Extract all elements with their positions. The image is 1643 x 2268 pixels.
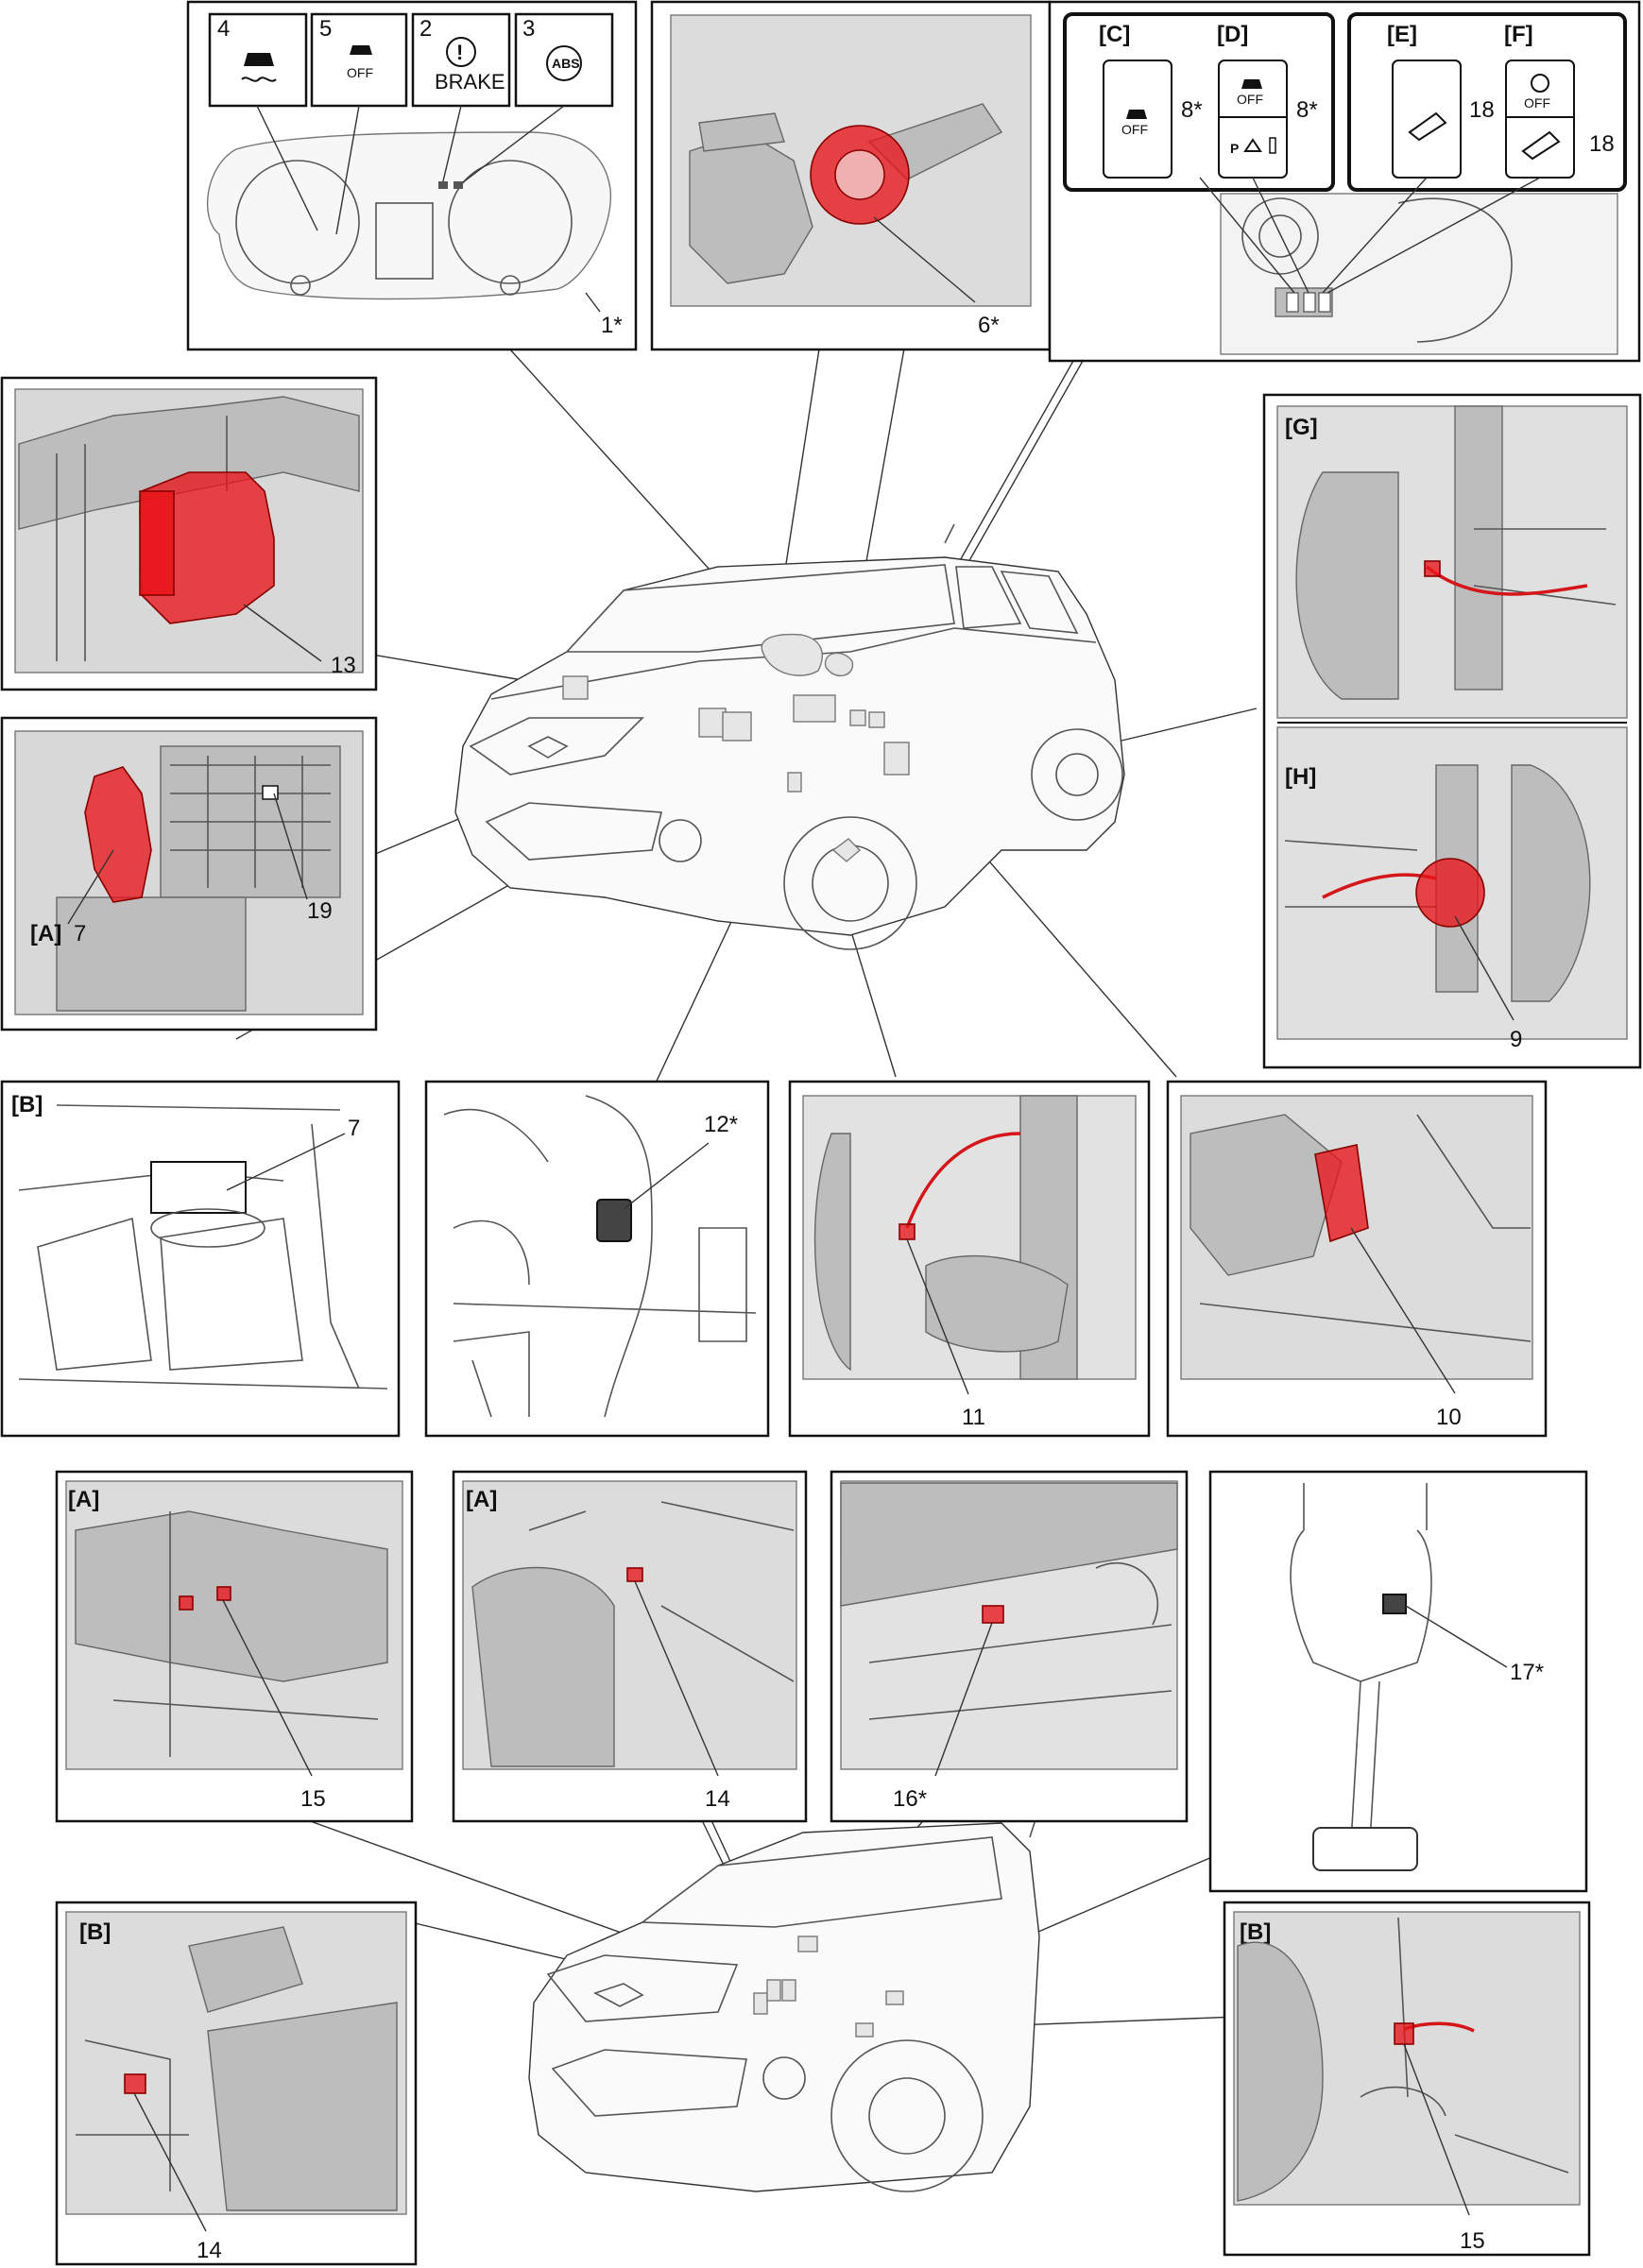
tag-h: [H] <box>1285 764 1316 790</box>
tag-b-ecm: [B] <box>11 1092 43 1117</box>
switch-marker <box>869 712 884 727</box>
svg-text:P: P <box>1230 141 1239 156</box>
sensor-marker <box>788 773 801 792</box>
rear-wheel-sensor-part-g <box>1425 561 1440 576</box>
tag-e: [E] <box>1387 22 1417 47</box>
pedal-switch-marker <box>886 1991 903 2004</box>
svg-text:!: ! <box>456 41 463 64</box>
sensor-15-part-2 <box>217 1587 231 1600</box>
label-13: 13 <box>331 653 356 678</box>
label-15-a: 15 <box>300 1786 326 1812</box>
esp-off-switch-d <box>1219 60 1287 178</box>
panel-sensor-12-line-art: 12* <box>426 1082 768 1436</box>
label-4: 4 <box>217 16 230 42</box>
label-8-d: 8* <box>1296 97 1318 123</box>
label-7-b: 7 <box>348 1116 360 1141</box>
tag-d: [D] <box>1217 22 1248 47</box>
sensor-marker <box>798 1936 817 1952</box>
sensor-14-part-a <box>627 1568 642 1581</box>
brake-pedal-switch-part <box>1383 1594 1406 1613</box>
label-5: 5 <box>319 16 332 42</box>
label-19: 19 <box>307 898 333 924</box>
panel-combination-meter: 4 5 OFF 2 ! BRAKE 3 ABS 1* <box>188 2 636 350</box>
tag-c: [C] <box>1099 22 1130 47</box>
tag-a-15: [A] <box>68 1487 99 1512</box>
hill-descent-switch-f <box>1506 60 1574 178</box>
label-1: 1* <box>601 313 623 338</box>
panel-rear-wheel-sensor: [G] [H] 9 <box>1264 395 1640 1067</box>
vehicle-top <box>455 524 1124 949</box>
label-8-c: 8* <box>1181 97 1203 123</box>
steering-marker <box>794 695 835 722</box>
vehicle-bottom <box>529 1814 1039 2191</box>
sensor-15-part-b <box>1395 2023 1413 2044</box>
panel-switches: [C] [D] OFF 8* OFF P 8* [E] [F] 18 <box>1050 2 1639 361</box>
tag-b-15: [B] <box>1240 1919 1271 1945</box>
svg-text:ABS: ABS <box>552 56 580 71</box>
panel-steering-angle-sensor: 6* <box>652 2 1050 350</box>
sensor-marker <box>767 1980 780 2001</box>
label-14-a: 14 <box>705 1786 730 1812</box>
sensor-14-part-b <box>125 2074 145 2093</box>
svg-text:OFF: OFF <box>1524 95 1550 111</box>
panel-sensor-16: 16* <box>831 1472 1187 1821</box>
label-6: 6* <box>978 313 1000 338</box>
label-15-b: 15 <box>1460 2228 1485 2254</box>
label-11: 11 <box>962 1405 985 1430</box>
panel-sensor-14-b: [B] 14 <box>57 1902 416 2264</box>
switch-marker <box>850 710 865 725</box>
svg-text:OFF: OFF <box>1237 92 1263 107</box>
yaw-sensor-marker <box>884 742 909 775</box>
panel-front-wheel-sensor: 11 <box>790 1082 1149 1436</box>
sensor-marker <box>754 1993 767 2014</box>
rear-wheel-sensor-part-h <box>1416 859 1484 927</box>
svg-text:OFF: OFF <box>1121 122 1148 137</box>
brake-pedal <box>1313 1828 1417 1870</box>
tag-g: [G] <box>1285 415 1318 440</box>
meter-cluster <box>208 132 611 299</box>
label-3: 3 <box>522 16 535 42</box>
tag-f: [F] <box>1504 22 1533 47</box>
label-9: 9 <box>1510 1027 1522 1052</box>
sensor-15-part <box>180 1596 193 1610</box>
panel-sensor-14-a: [A] 14 <box>454 1472 806 1821</box>
label-14-b: 14 <box>197 2238 222 2263</box>
panel-ecm-line-art: [B] 7 <box>2 1082 399 1436</box>
label-7-a: 7 <box>74 921 86 946</box>
wheel-sensor-marker <box>856 2023 873 2037</box>
tag-a-relay: [A] <box>30 921 61 946</box>
sensor-16-part <box>983 1606 1003 1623</box>
relay-marker <box>699 708 726 737</box>
label-16: 16* <box>893 1786 927 1812</box>
label-18-f: 18 <box>1589 131 1615 157</box>
label-17: 17* <box>1510 1660 1544 1685</box>
svg-text:OFF: OFF <box>347 65 373 80</box>
panel-yaw-rate-sensor: 10 <box>1168 1082 1546 1436</box>
panel-sensor-15-b: [B] 15 <box>1224 1902 1589 2255</box>
svg-text:BRAKE: BRAKE <box>435 70 505 94</box>
relay-marker <box>723 712 751 741</box>
label-18-e: 18 <box>1469 97 1495 123</box>
abs-unit-marker <box>563 676 588 699</box>
sensor-12-part <box>597 1200 631 1241</box>
panel-sensor-15-a: [A] 15 <box>57 1472 412 1821</box>
panel-relay-box: [A] 7 19 <box>2 718 376 1030</box>
panel-abs-hydraulic-unit: 13 <box>2 378 376 690</box>
tag-a-14: [A] <box>466 1487 497 1512</box>
panel-brake-pedal-switch: 17* <box>1210 1472 1586 1891</box>
tag-b-14: [B] <box>79 1919 111 1945</box>
label-12: 12* <box>704 1112 738 1137</box>
label-2: 2 <box>419 16 432 42</box>
label-10: 10 <box>1436 1405 1462 1430</box>
sensor-marker <box>782 1980 796 2001</box>
front-wheel-sensor-part <box>899 1224 915 1239</box>
